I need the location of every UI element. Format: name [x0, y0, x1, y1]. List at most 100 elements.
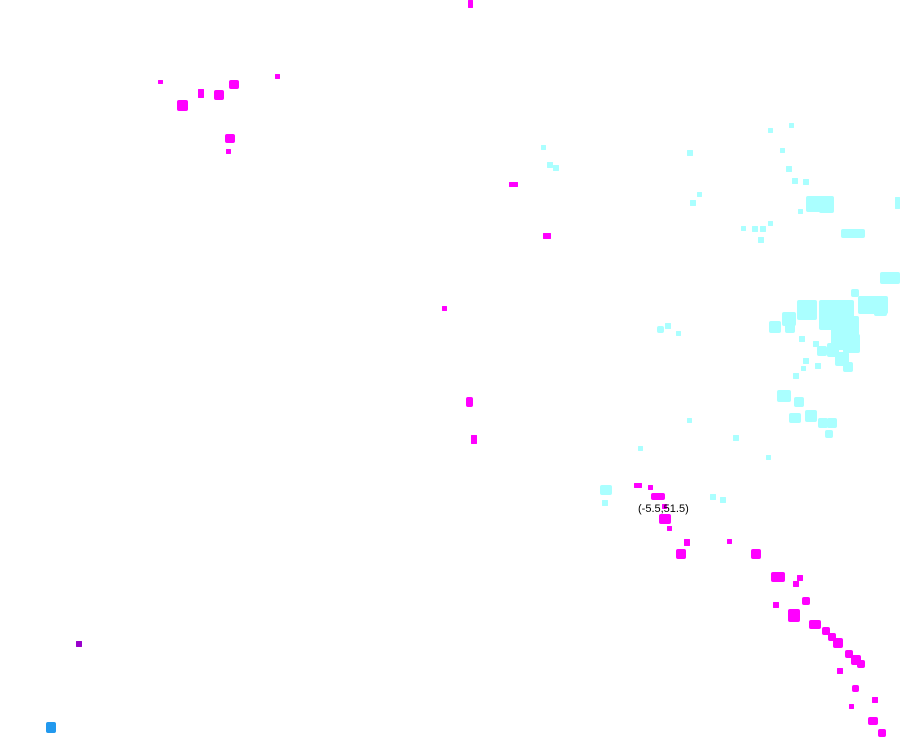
- cyan-point: [827, 418, 837, 428]
- magenta-point: [868, 717, 878, 725]
- cyan-points-layer: [541, 123, 900, 506]
- cyan-point: [799, 336, 805, 342]
- magenta-point: [442, 306, 447, 311]
- cyan-point: [803, 179, 809, 185]
- magenta-point: [857, 660, 865, 668]
- magenta-point: [468, 0, 473, 8]
- magenta-point: [822, 627, 830, 635]
- magenta-point: [788, 609, 800, 622]
- cyan-point: [600, 485, 612, 495]
- cyan-point: [813, 341, 819, 347]
- cyan-point: [825, 430, 833, 438]
- magenta-point: [275, 74, 280, 79]
- cyan-point: [760, 226, 766, 232]
- cyan-point: [720, 497, 726, 503]
- cyan-point: [766, 455, 771, 460]
- cyan-point: [789, 123, 794, 128]
- cyan-point: [817, 346, 827, 356]
- magenta-point: [651, 493, 665, 500]
- cyan-point: [819, 201, 834, 213]
- cyan-point: [805, 410, 817, 422]
- cyan-point: [780, 148, 785, 153]
- magenta-point: [872, 697, 878, 703]
- magenta-point: [466, 397, 473, 407]
- cyan-point: [752, 226, 758, 232]
- magenta-point: [773, 602, 779, 608]
- magenta-point: [198, 89, 204, 98]
- cyan-point: [895, 197, 900, 209]
- magenta-point: [229, 80, 239, 89]
- cyan-point: [793, 373, 799, 379]
- cyan-point: [777, 390, 791, 402]
- cyan-point: [690, 200, 696, 206]
- cyan-point: [874, 304, 887, 316]
- cyan-point: [782, 312, 796, 326]
- cyan-point: [786, 166, 792, 172]
- magenta-point: [158, 80, 163, 84]
- blue-point: [46, 722, 56, 733]
- purple-point: [76, 641, 82, 647]
- magenta-point: [793, 581, 799, 587]
- magenta-point: [797, 575, 803, 581]
- magenta-point: [509, 182, 518, 187]
- magenta-point: [684, 539, 690, 546]
- cyan-point: [769, 321, 781, 333]
- magenta-point: [751, 549, 761, 559]
- cyan-point: [657, 326, 664, 333]
- magenta-point: [852, 685, 859, 692]
- cyan-point: [818, 418, 828, 428]
- cyan-point: [792, 178, 798, 184]
- cyan-point: [676, 331, 681, 336]
- cyan-point: [843, 362, 853, 372]
- magenta-point: [659, 514, 671, 524]
- magenta-points-layer: [158, 0, 886, 737]
- cyan-point: [665, 323, 671, 329]
- magenta-point: [471, 435, 477, 444]
- magenta-point: [225, 134, 235, 143]
- magenta-point: [662, 504, 667, 509]
- cyan-point: [733, 435, 739, 441]
- magenta-point: [771, 572, 785, 582]
- cyan-point: [841, 229, 865, 238]
- magenta-point: [833, 638, 843, 648]
- magenta-point: [676, 549, 686, 559]
- cyan-point: [768, 128, 773, 133]
- cyan-point: [758, 237, 764, 243]
- magenta-point: [226, 149, 231, 154]
- cyan-point: [697, 192, 702, 197]
- cyan-point: [687, 418, 692, 423]
- cyan-point: [801, 366, 806, 371]
- cyan-point: [843, 334, 860, 353]
- magenta-point: [849, 704, 854, 709]
- cyan-point: [785, 323, 795, 333]
- cyan-point: [768, 221, 773, 226]
- cyan-point: [541, 145, 546, 150]
- cyan-point: [553, 165, 559, 171]
- magenta-point: [837, 668, 843, 674]
- cyan-point: [710, 494, 716, 500]
- cyan-point: [797, 300, 817, 320]
- cyan-point: [851, 289, 859, 297]
- cyan-point: [741, 226, 746, 231]
- magenta-point: [667, 526, 672, 531]
- cyan-point: [815, 363, 821, 369]
- magenta-point: [878, 729, 886, 737]
- other-points-layer: [46, 641, 82, 733]
- cyan-point: [602, 500, 608, 506]
- magenta-point: [214, 90, 224, 100]
- magenta-point: [543, 233, 551, 239]
- cyan-point: [794, 397, 804, 407]
- cyan-point: [547, 162, 553, 168]
- magenta-point: [845, 650, 853, 658]
- cyan-point: [880, 272, 900, 284]
- magenta-point: [727, 539, 732, 544]
- magenta-point: [648, 485, 653, 490]
- cyan-point: [798, 209, 803, 214]
- magenta-point: [634, 483, 642, 488]
- magenta-point: [177, 100, 188, 111]
- cyan-point: [687, 150, 693, 156]
- cyan-point: [638, 446, 643, 451]
- magenta-point: [802, 597, 810, 605]
- cyan-point: [803, 358, 809, 364]
